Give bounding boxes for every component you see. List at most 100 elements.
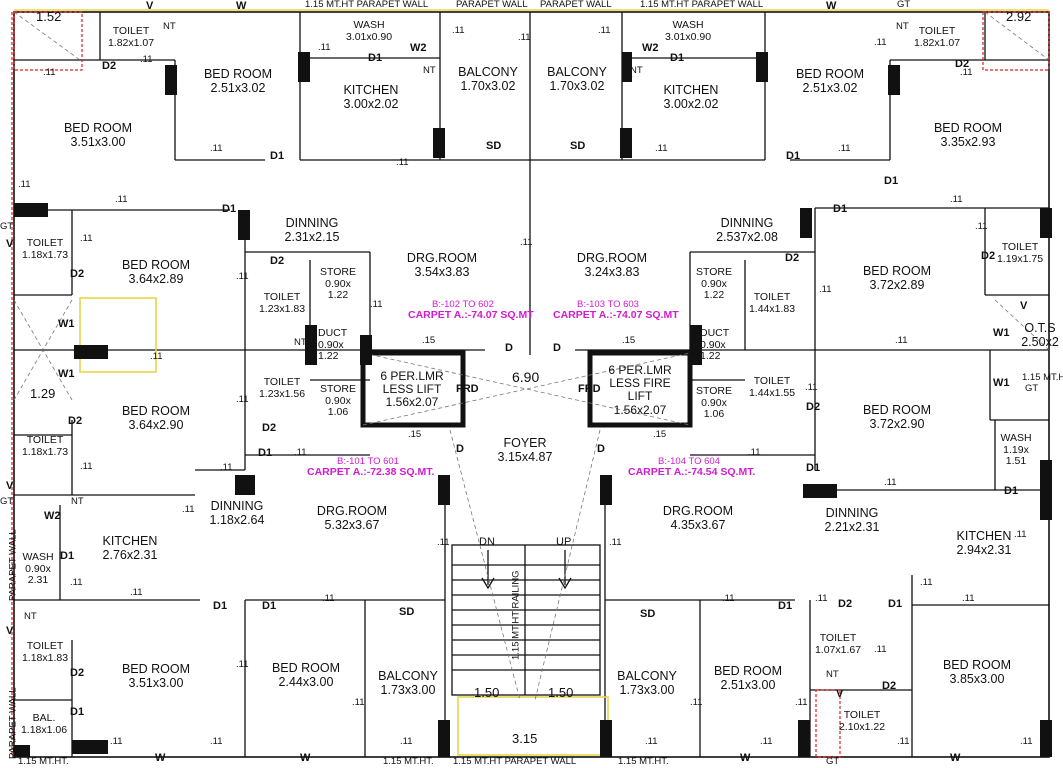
dim-mark: .11 bbox=[318, 42, 331, 53]
dim-mark: .11 bbox=[960, 67, 973, 78]
tag-d1: D1 bbox=[786, 150, 801, 162]
tag-v: V bbox=[6, 238, 14, 250]
dim-top-left: 1.52 bbox=[36, 9, 62, 24]
tag-d1: D1 bbox=[778, 600, 793, 612]
tag-v: V bbox=[1020, 300, 1028, 312]
tag-gt: GT bbox=[1025, 383, 1039, 394]
dim-stair-width-2: 1.50 bbox=[548, 685, 574, 700]
tag-nt: NT bbox=[896, 21, 909, 32]
dim-mark: .15 bbox=[653, 429, 667, 440]
dim-mark: .11 bbox=[645, 736, 658, 747]
duct-right-label: DUCT 0.90x 1.22 bbox=[700, 327, 729, 363]
dim-mark: .11 bbox=[920, 577, 933, 588]
dim-mark: .11 bbox=[874, 37, 887, 48]
tag-d1: D1 bbox=[270, 150, 285, 162]
bottom-label-right: 1.15 MT.HT. bbox=[618, 756, 669, 767]
railing-label: 1.15 MT.HT RAILING bbox=[510, 570, 522, 661]
dim-mark: .11 bbox=[950, 194, 963, 205]
dim-mark: .11 bbox=[150, 351, 163, 362]
staircase bbox=[451, 544, 601, 696]
dim-mark: .11 bbox=[975, 221, 988, 232]
tag-sd: SD bbox=[399, 606, 415, 618]
dim-mark: .11 bbox=[400, 736, 413, 747]
dim-top-right: 2.92 bbox=[1006, 9, 1032, 24]
stair-down-label: DN bbox=[479, 536, 495, 548]
tag-nt: NT bbox=[24, 611, 37, 622]
tag-d1: D1 bbox=[888, 598, 903, 610]
parapet-label-top-4: 1.15 MT.HT PARAPET WALL bbox=[640, 0, 764, 10]
tag-d2: D2 bbox=[955, 58, 970, 70]
dim-left-mid: 1.29 bbox=[30, 386, 56, 401]
dim-mark: .11 bbox=[437, 537, 450, 548]
lift-left-shaft bbox=[360, 350, 466, 428]
tag-d2: D2 bbox=[270, 255, 285, 267]
carpet-b101-area: CARPET A.:-72.38 SQ.MT. bbox=[307, 466, 435, 479]
tag-w1: W1 bbox=[58, 318, 75, 330]
tag-d2: D2 bbox=[102, 60, 117, 72]
tag-nt: NT bbox=[826, 669, 839, 680]
lift-right-shaft bbox=[587, 350, 693, 428]
parapet-label-top-2: PARAPET WALL bbox=[456, 0, 528, 10]
tag-nt: NT bbox=[294, 337, 307, 348]
dim-mark: .11 bbox=[962, 593, 975, 604]
dim-mark: .11 bbox=[294, 447, 307, 458]
columns bbox=[14, 52, 1052, 757]
tag-d2: D2 bbox=[68, 415, 83, 427]
tag-d: D bbox=[553, 342, 561, 354]
parapet-label-top-1: 1.15 MT.HT PARAPET WALL bbox=[305, 0, 429, 10]
dim-mark: .11 bbox=[518, 32, 531, 43]
carpet-b103: B:-103 TO 603 CARPET A.:-74.07 SQ.MT bbox=[553, 299, 679, 322]
dim-mark: .11 bbox=[80, 461, 93, 472]
tag-gt: GT bbox=[0, 221, 14, 232]
dim-mark: .11 bbox=[236, 394, 249, 405]
carpet-b104-block: B:-104 TO 604 bbox=[658, 456, 720, 467]
tag-d: D bbox=[505, 342, 513, 354]
parapet-label-top-3: PARAPET WALL bbox=[540, 0, 612, 10]
tag-d1: D1 bbox=[884, 175, 899, 187]
dim-mark: .11 bbox=[182, 504, 195, 515]
dim-mark: .11 bbox=[115, 194, 128, 205]
tag-gt: GT bbox=[826, 756, 840, 767]
dim-mark: .11 bbox=[520, 237, 533, 248]
tag-d1: D1 bbox=[258, 447, 273, 459]
tag-d2: D2 bbox=[981, 250, 996, 262]
dim-mark: .11 bbox=[18, 179, 31, 190]
tag-d1: D1 bbox=[806, 462, 821, 474]
dim-mark: .11 bbox=[396, 157, 409, 168]
dim-mark: .11 bbox=[598, 25, 611, 36]
dim-mark: .11 bbox=[874, 644, 887, 655]
left-parapet-label-2: PARAPET WALL bbox=[7, 687, 19, 760]
right-parapet-label: 1.15 MT.HT PARAPET W bbox=[1022, 372, 1063, 383]
tag-d: D bbox=[456, 443, 464, 455]
dim-mark: .11 bbox=[655, 143, 668, 154]
dim-mark: .11 bbox=[452, 25, 465, 36]
tag-gt: GT bbox=[897, 0, 911, 10]
